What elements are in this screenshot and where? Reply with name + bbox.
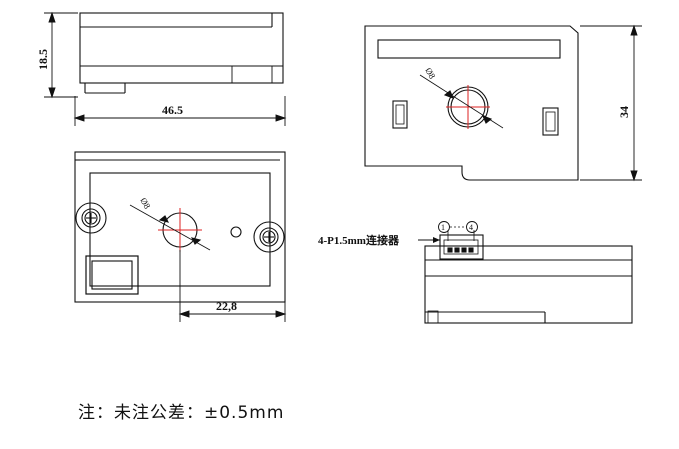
back-view-outline — [364, 25, 579, 181]
pin-marker-1 — [438, 221, 450, 233]
hole-dia-back-label: Ø8 — [423, 66, 437, 81]
top-view — [79, 12, 284, 94]
back-view — [364, 25, 579, 181]
dimension-width — [73, 96, 287, 126]
dim-side-height-label: 34 — [617, 106, 631, 118]
pin-first-label: 1 — [441, 223, 445, 232]
dimension-hole-offset — [178, 250, 287, 322]
sensor-hole-back — [419, 74, 504, 129]
pin-marker-4 — [466, 221, 478, 233]
screw-left-icon — [75, 202, 107, 234]
sensor-hole-front — [129, 204, 211, 252]
connector-label: 4-P1.5mm连接器 — [318, 233, 400, 247]
dim-width-label: 46.5 — [162, 103, 183, 117]
tolerance-note: 注：未注公差：±0.5mm — [78, 403, 285, 423]
screw-right-icon — [253, 221, 285, 253]
side-view-outline — [424, 245, 633, 324]
dimension-height — [44, 11, 78, 99]
side-view — [424, 245, 633, 324]
top-view-outline — [79, 12, 284, 84]
dim-height-label: 18.5 — [36, 49, 50, 70]
dim-hole-offset-label: 22,8 — [216, 299, 237, 313]
hole-dia-front-label: Ø8 — [138, 196, 152, 211]
pin-last-label: 4 — [469, 223, 473, 232]
dimension-side-height — [580, 24, 642, 182]
connector-4p-icon — [439, 230, 484, 260]
small-hole — [230, 226, 242, 238]
